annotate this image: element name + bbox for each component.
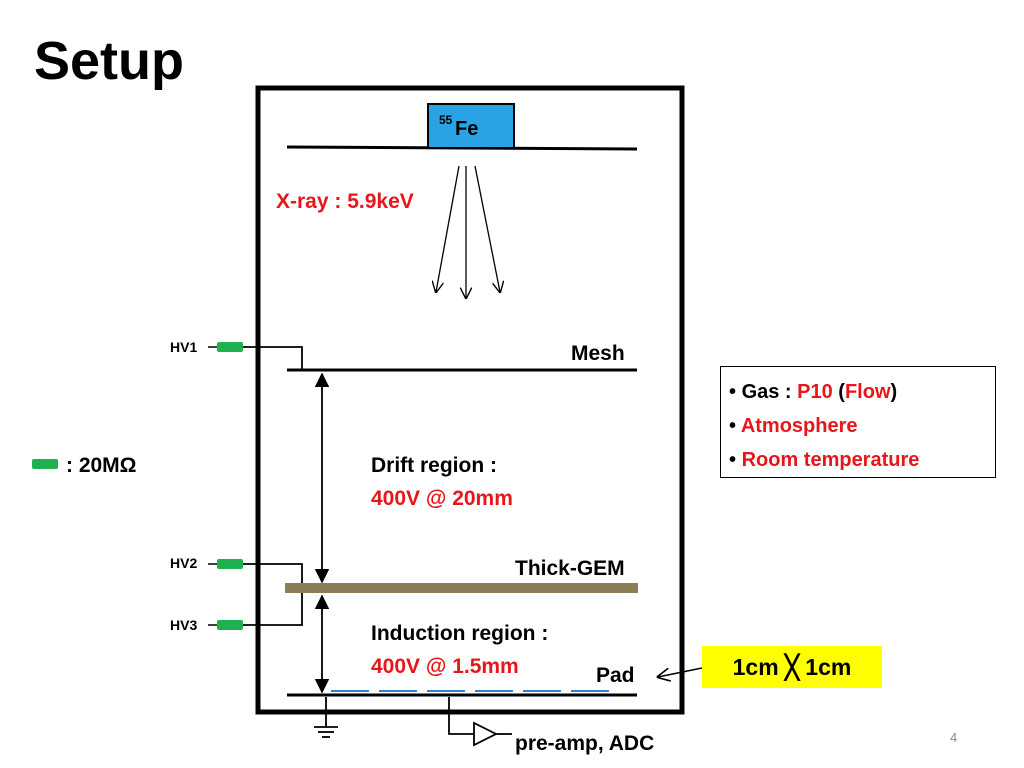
atmosphere-item: • Atmosphere [729, 409, 995, 443]
resistor-legend-label: : 20MΩ [66, 454, 137, 477]
conditions-box: • Gas : P10 (Flow) • Atmosphere • Room t… [720, 366, 996, 478]
bullet: • [729, 449, 742, 471]
hv2-label: HV2 [170, 555, 197, 571]
gas-prefix: Gas : [741, 381, 798, 403]
induction-label: Induction region : [371, 622, 548, 645]
source-element: Fe [455, 118, 478, 140]
hv3-label: HV3 [170, 617, 197, 633]
amplifier-triangle-icon [473, 721, 512, 747]
induction-value: 400V @ 1.5mm [371, 655, 519, 678]
readout-wire [448, 697, 474, 735]
gas-item: • Gas : P10 (Flow) [729, 375, 995, 409]
chamber-box [255, 85, 685, 715]
hv2-wire [243, 563, 303, 583]
page-number: 4 [950, 730, 958, 745]
pad-label: Pad [596, 664, 635, 687]
bullet: • [729, 381, 742, 403]
xray-arrow-left [436, 165, 460, 292]
hv1-wire [243, 346, 303, 369]
hv3-resistor [217, 620, 243, 630]
temperature-text: Room temperature [741, 449, 920, 471]
thick-gem-electrode [285, 583, 638, 593]
page-title: Setup [34, 31, 185, 91]
bullet: • [729, 415, 741, 437]
pad-size-box: 1cm ╳ 1cm [702, 646, 882, 688]
xray-label: X-ray : 5.9keV [276, 190, 414, 213]
xray-arrow-right [474, 165, 500, 292]
hv1-resistor [217, 342, 243, 352]
drift-value: 400V @ 20mm [371, 487, 513, 510]
hv2-resistor [217, 559, 243, 569]
readout-label: pre-amp, ADC [515, 732, 654, 755]
hv1-label: HV1 [170, 339, 197, 355]
thick-gem-label: Thick-GEM [515, 557, 625, 580]
pad-size-pointer [658, 667, 703, 677]
ground-icon [314, 697, 338, 738]
drift-label: Drift region : [371, 454, 497, 477]
gas-mode: Flow [844, 381, 891, 403]
gas-name: P10 [797, 381, 833, 403]
hv3-wire [243, 593, 303, 626]
gas-open: ( [832, 381, 845, 403]
gas-close: ) [890, 381, 898, 403]
source-mass-number: 55 [439, 113, 453, 127]
atmosphere-text: Atmosphere [740, 415, 858, 437]
resistor-legend-icon [32, 459, 58, 469]
fe55-source [427, 103, 515, 149]
temperature-item: • Room temperature [729, 443, 995, 477]
mesh-label: Mesh [571, 342, 625, 365]
